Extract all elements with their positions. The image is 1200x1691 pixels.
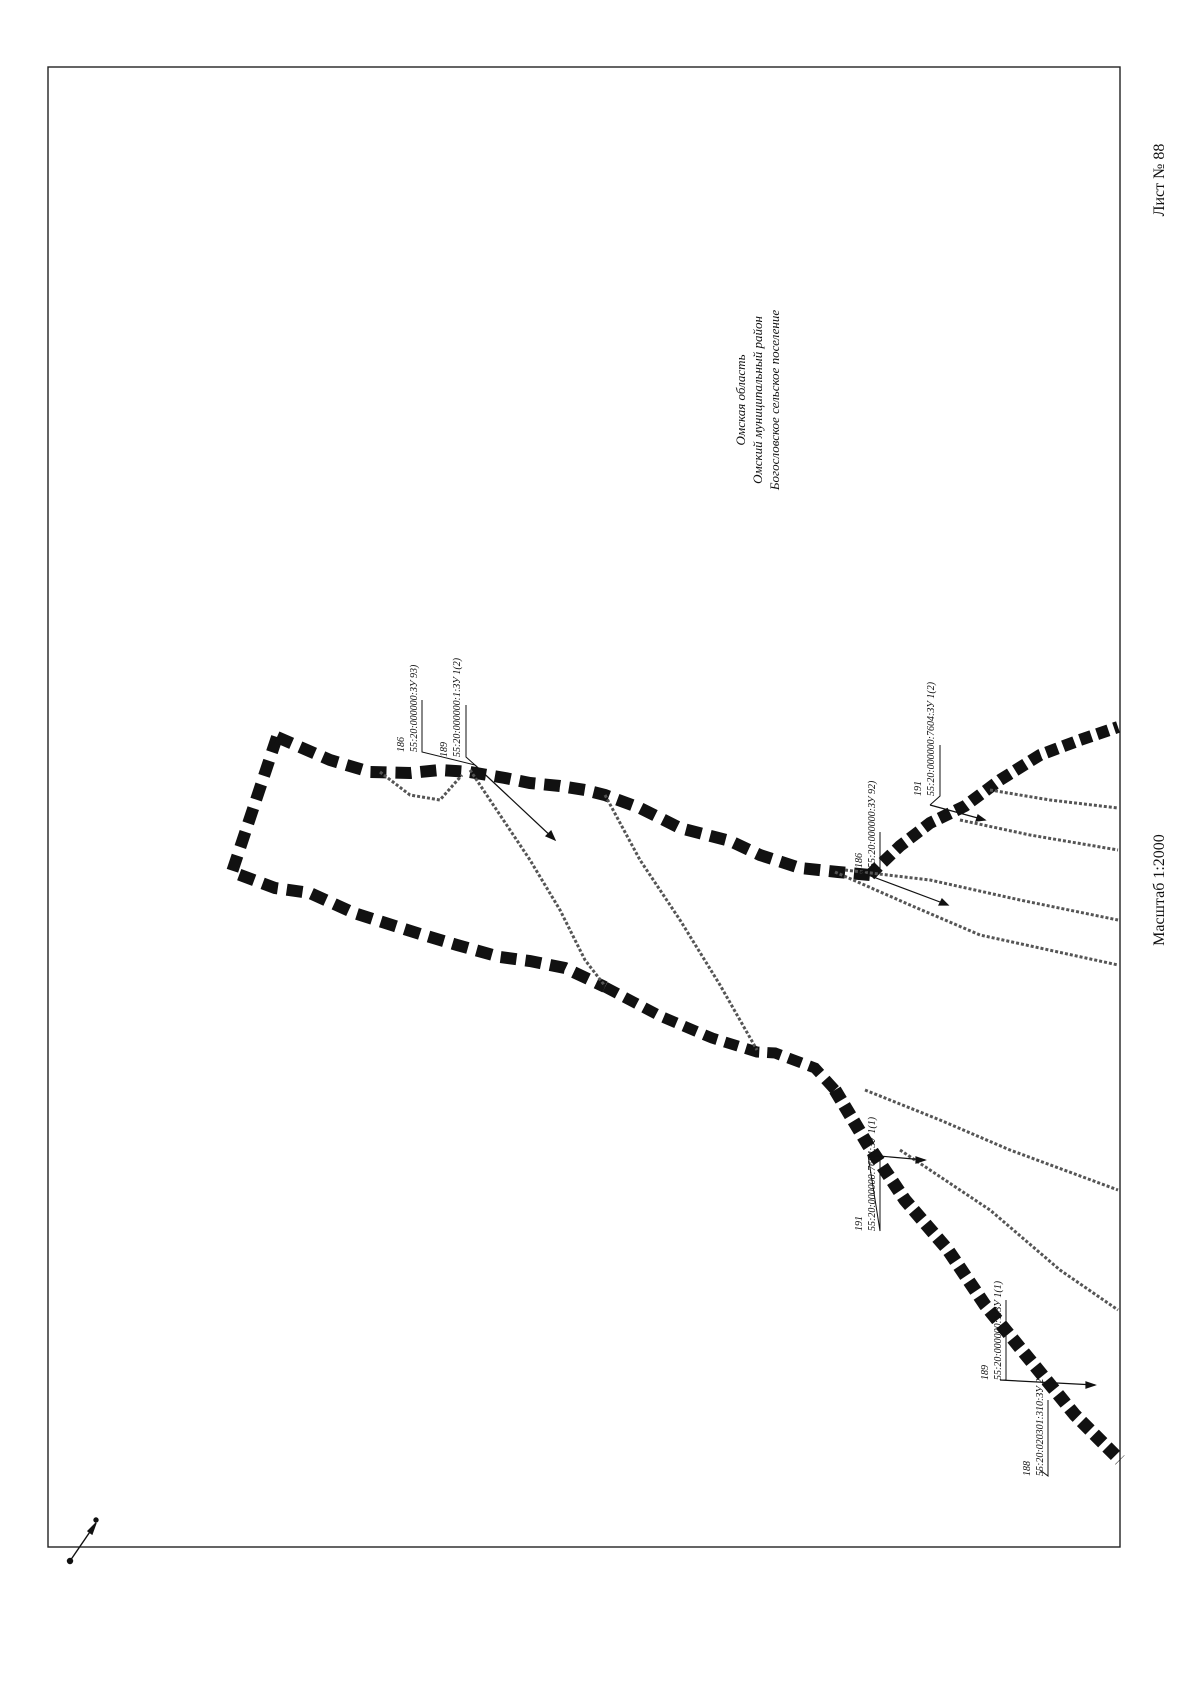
- parcel-number: 186: [396, 737, 407, 752]
- parcel-lines: [379, 769, 1119, 1312]
- parcel-label-188: 188 55:20:020301:310:ЗУ 2: [1022, 1379, 1046, 1476]
- parcel-number: 189: [439, 742, 450, 757]
- leader-arrows: [474, 764, 1097, 1389]
- parcel-code: 55:20:000000:ЗУ 92): [867, 780, 878, 868]
- parcel-code: 55:20:000000:1:ЗУ 1(1): [993, 1280, 1004, 1380]
- boundary-line: [224, 721, 1125, 1465]
- parcel-label-186-b: 186 55:20:000000:ЗУ 92): [854, 780, 878, 868]
- parcel-number: 188: [1022, 1461, 1033, 1476]
- parcel-code: 55:20:020301:310:ЗУ 2: [1035, 1379, 1046, 1476]
- parcel-code: 55:20:000000:ЗУ 93): [409, 664, 420, 752]
- scale-label: Масштаб 1:2000: [1151, 834, 1168, 946]
- region-line-1: Омская область: [733, 354, 748, 445]
- region-line-2: Омский муниципальный район: [750, 316, 765, 484]
- parcel-label-189-b: 189 55:20:000000:1:ЗУ 1(1): [980, 1280, 1004, 1380]
- parcel-code: 55:20:000000:7604:ЗУ 1(1): [867, 1116, 878, 1231]
- parcel-labels: 186 55:20:000000:ЗУ 93) 189 55:20:000000…: [396, 657, 1046, 1476]
- parcel-code: 55:20:000000:1:ЗУ 1(2): [452, 657, 463, 757]
- parcel-number: 191: [913, 781, 924, 796]
- north-arrow-icon: [66, 1517, 99, 1565]
- map-frame: [47, 66, 1121, 1548]
- region-line-3: Богословское сельское поселение: [767, 310, 782, 491]
- parcel-label-191-b: 191 55:20:000000:7604:ЗУ 1(1): [854, 1116, 878, 1231]
- parcel-number: 191: [854, 1216, 865, 1231]
- parcel-number: 189: [980, 1365, 991, 1380]
- parcel-label-189-a: 189 55:20:000000:1:ЗУ 1(2): [439, 657, 463, 757]
- sheet-number: Лист № 88: [1151, 144, 1168, 217]
- parcel-code: 55:20:000000:7604:ЗУ 1(2): [926, 681, 937, 796]
- label-brackets: [421, 700, 1049, 1477]
- parcel-label-186-a: 186 55:20:000000:ЗУ 93): [396, 664, 420, 752]
- parcel-number: 186: [854, 853, 865, 868]
- parcel-label-191-a: 191 55:20:000000:7604:ЗУ 1(2): [913, 681, 937, 796]
- region-title: Омская область Омский муниципальный райо…: [733, 310, 782, 491]
